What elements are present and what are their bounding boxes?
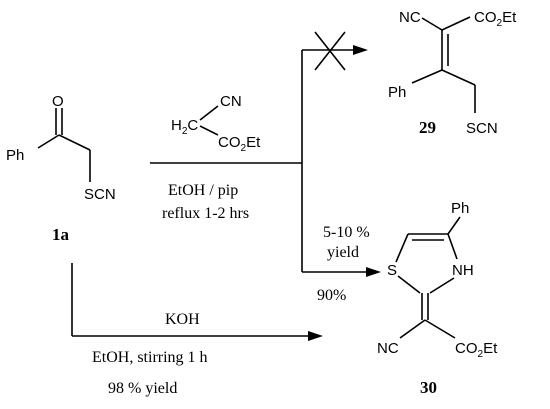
compound-29: NC CO2Et Ph SCN 29 [388, 9, 517, 137]
atom-oxygen: O [52, 93, 64, 110]
yield-30-route-a: 90% [317, 287, 346, 304]
atom-thiocyanate: SCN [466, 120, 498, 137]
atom-phenyl: Ph [451, 200, 469, 217]
route-a-conditions: EtOH / pip reflux 1-2 hrs 5-10 % yield 9… [162, 182, 370, 304]
atom-phenyl: Ph [6, 147, 24, 164]
route-b-arrow [71, 263, 323, 341]
reagent-ethyl-cyanoacetate: H2C CN CO2Et [171, 93, 261, 154]
yield-30-route-b: 98 % yield [108, 380, 177, 397]
condition-stirring: EtOH, stirring 1 h [92, 349, 208, 366]
reagent-nitrile: CN [220, 93, 242, 110]
atom-nh: NH [452, 262, 474, 279]
blocked-cross-b [314, 31, 346, 71]
arrowhead-to-29 [353, 45, 368, 55]
atom-ester: CO2Et [455, 340, 498, 360]
atom-nc: NC [377, 340, 399, 357]
yield-29: 5-10 % [323, 224, 370, 241]
compound-label-29: 29 [419, 118, 436, 137]
atom-phenyl: Ph [388, 84, 406, 101]
reagent-ch2: H2C [171, 117, 198, 137]
atom-nc: NC [399, 9, 421, 26]
condition-solvent-base: EtOH / pip [168, 182, 238, 199]
atom-ester: CO2Et [474, 9, 517, 29]
yield-29-word: yield [327, 244, 359, 261]
route-b-conditions: KOH EtOH, stirring 1 h 98 % yield [92, 311, 208, 397]
compound-30: Ph S NH NC CO2Et 30 [377, 200, 498, 397]
condition-reflux-time: reflux 1-2 hrs [162, 205, 249, 222]
compound-label-30: 30 [420, 378, 437, 397]
condition-koh: KOH [165, 311, 200, 328]
compound-label-1a: 1a [52, 225, 70, 244]
arrowhead-to-30-route-b [308, 331, 323, 341]
atom-sulfur: S [387, 262, 397, 279]
atom-thiocyanate: SCN [84, 186, 116, 203]
arrowhead-to-30-route-a [366, 267, 381, 277]
compound-1a: O Ph SCN 1a [6, 93, 116, 244]
reagent-ester: CO2Et [218, 134, 261, 154]
route-a-arrows [150, 31, 381, 277]
